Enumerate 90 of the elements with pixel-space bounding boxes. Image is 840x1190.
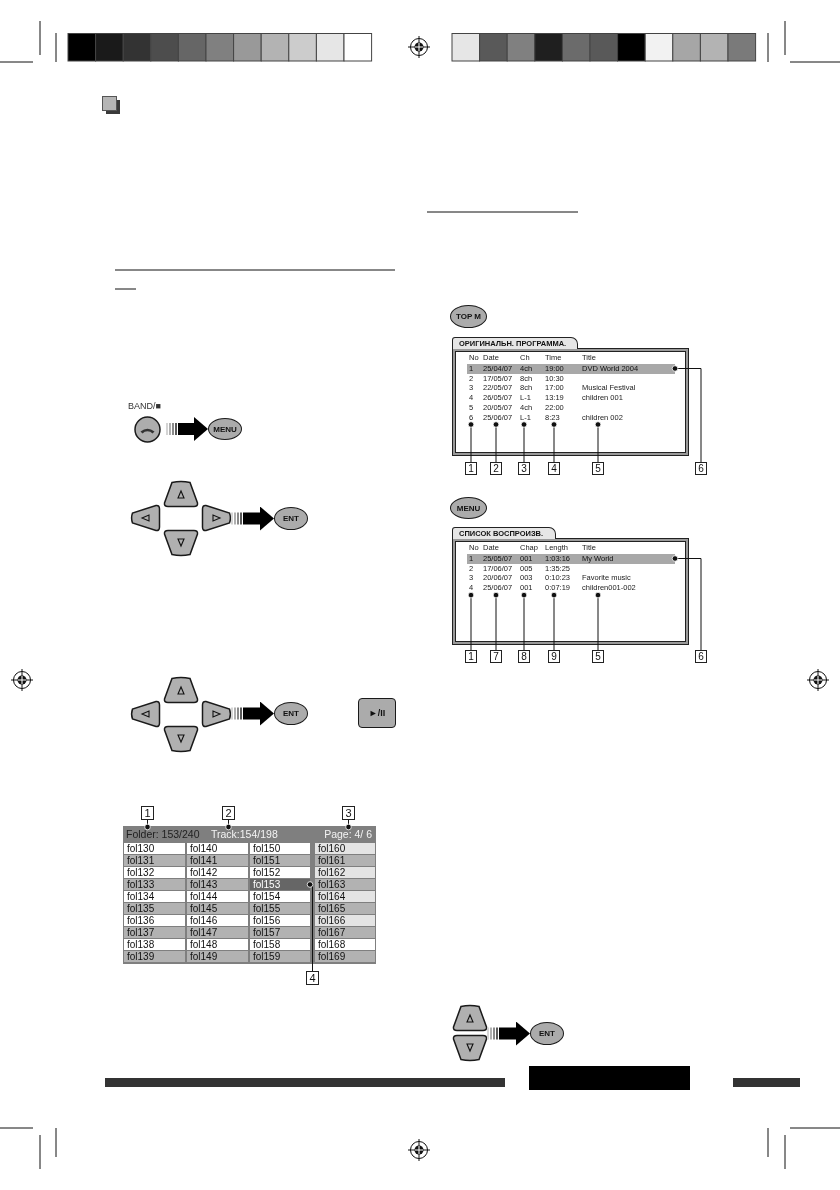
status-text: Page: 4/ 6 [324, 827, 372, 841]
list-item: fol130 [124, 843, 185, 854]
list-item: fol151 [250, 855, 310, 866]
status-text: Track:154/198 [211, 827, 278, 841]
callout-number: 1 [465, 462, 477, 475]
list-item: fol135 [124, 903, 185, 914]
leader-line [144, 819, 151, 831]
callout-number: 6 [695, 462, 707, 475]
list-item: fol140 [187, 843, 248, 854]
callout-number: 5 [592, 462, 604, 475]
leader-line [520, 591, 528, 651]
highlighted-row [467, 553, 675, 564]
rounded-button: ►/II [358, 698, 396, 728]
list-item: fol169 [315, 951, 375, 962]
oval-button: ENT [274, 507, 308, 530]
list-item: fol163 [315, 879, 375, 890]
list-item: fol153 [250, 879, 310, 890]
callout-number: 6 [695, 650, 707, 663]
list-item: fol133 [124, 879, 185, 890]
leader-line [306, 881, 314, 972]
leader-line [492, 591, 500, 651]
list-item: fol137 [124, 927, 185, 938]
block-arrow [231, 701, 274, 726]
callout-number: 3 [342, 806, 355, 820]
callout-number: 8 [518, 650, 530, 663]
list-item: fol158 [250, 939, 310, 950]
list-item: fol146 [187, 915, 248, 926]
leader-line [467, 421, 475, 463]
block-arrow [231, 506, 274, 531]
callout-number: 2 [222, 806, 235, 820]
list-item: fol136 [124, 915, 185, 926]
list-item: fol166 [315, 915, 375, 926]
leader-line [671, 555, 702, 651]
list-item: fol145 [187, 903, 248, 914]
list-item: fol143 [187, 879, 248, 890]
block-arrow [166, 417, 208, 441]
leader-line [520, 421, 528, 463]
list-item: fol167 [315, 927, 375, 938]
list-item: fol154 [250, 891, 310, 902]
list-item: fol142 [187, 867, 248, 878]
leader-line [594, 421, 602, 463]
leader-line [225, 819, 232, 831]
list-item: fol149 [187, 951, 248, 962]
oval-button: MENU [208, 418, 242, 440]
list-item: fol147 [187, 927, 248, 938]
leader-line [671, 365, 702, 463]
list-item: fol141 [187, 855, 248, 866]
list-item: fol159 [250, 951, 310, 962]
list-item: fol157 [250, 927, 310, 938]
leader-line [467, 591, 475, 651]
oval-button: MENU [450, 497, 487, 519]
callout-number: 4 [548, 462, 560, 475]
leader-line [550, 421, 558, 463]
list-item: fol156 [250, 915, 310, 926]
callout-number: 9 [548, 650, 560, 663]
callout-number: 1 [141, 806, 154, 820]
list-item: fol134 [124, 891, 185, 902]
list-item: fol152 [250, 867, 310, 878]
list-item: fol162 [315, 867, 375, 878]
status-text: Folder: 153/240 [126, 827, 200, 841]
block-arrow [487, 1021, 530, 1046]
oval-button: ENT [274, 702, 308, 725]
callout-number: 7 [490, 650, 502, 663]
callout-number: 4 [306, 971, 319, 985]
leader-line [594, 591, 602, 651]
list-item: fol161 [315, 855, 375, 866]
list-item: fol148 [187, 939, 248, 950]
oval-button: TOP M [450, 305, 487, 328]
callout-number: 3 [518, 462, 530, 475]
list-item: fol131 [124, 855, 185, 866]
leader-line [550, 591, 558, 651]
list-item: fol150 [250, 843, 310, 854]
highlighted-row [467, 363, 675, 374]
list-item: fol155 [250, 903, 310, 914]
list-item: fol165 [315, 903, 375, 914]
list-item: fol132 [124, 867, 185, 878]
callout-number: 2 [490, 462, 502, 475]
leader-line [345, 819, 352, 831]
list-item: fol168 [315, 939, 375, 950]
callout-number: 5 [592, 650, 604, 663]
button-label: BAND/■ [128, 401, 161, 412]
list-item: fol144 [187, 891, 248, 902]
list-screen [123, 826, 376, 964]
list-item: fol164 [315, 891, 375, 902]
leader-line [492, 421, 500, 463]
list-item: fol139 [124, 951, 185, 962]
list-item: fol160 [315, 843, 375, 854]
list-item: fol138 [124, 939, 185, 950]
callout-number: 1 [465, 650, 477, 663]
oval-button: ENT [530, 1022, 564, 1045]
